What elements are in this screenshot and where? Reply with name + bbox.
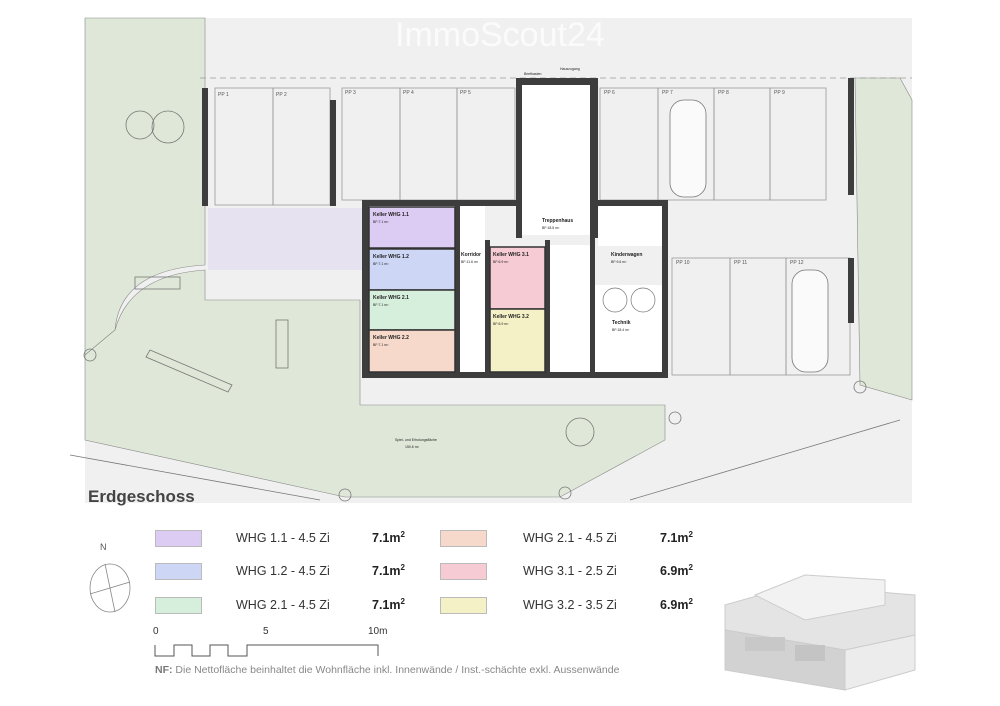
- tree-icon: [565, 417, 595, 447]
- parking-label: PP 7: [662, 90, 673, 96]
- legend-value: 7.1m2: [372, 563, 405, 579]
- parking-label: PP 5: [460, 90, 471, 96]
- north-label: N: [100, 542, 107, 552]
- green-area-right: [854, 77, 913, 401]
- scale-bar: [154, 644, 379, 657]
- green-area-play: [84, 269, 666, 498]
- post-icon: [668, 411, 682, 425]
- legend-value: 7.1m2: [372, 530, 405, 546]
- post-icon: [338, 488, 352, 502]
- legend-swatch: [440, 530, 487, 547]
- room-label: Technik: [612, 320, 631, 326]
- room-area: BF:18.5 m²: [542, 226, 560, 230]
- room-label: Keller WHG 3.1: [493, 252, 529, 258]
- boundary-line: [629, 419, 901, 501]
- room-label: Korridor: [461, 252, 481, 258]
- parking-label: PP 9: [774, 90, 785, 96]
- room-area: BF:7.1 m²: [373, 220, 389, 224]
- entrance-label: Hauszugang: [560, 67, 580, 71]
- room-label: Keller WHG 2.1: [373, 295, 409, 301]
- room-kinderwagen: [598, 206, 662, 246]
- footnote: NF: Die Nettofläche beinhaltet die Wohnf…: [155, 664, 620, 676]
- legend-swatch: [440, 597, 487, 614]
- room-area: BF:7.1 m²: [373, 262, 389, 266]
- parking-label: PP 3: [345, 90, 356, 96]
- play-area-label: Spiel- und Erholungsfläche: [395, 438, 437, 442]
- room-keller-whg-1-1: [368, 206, 456, 249]
- scale-tick-5: 5: [263, 626, 269, 637]
- room-area: BF:9.6 m²: [611, 260, 627, 264]
- legend-label: WHG 3.2 - 3.5 Zi: [523, 598, 617, 612]
- legend-swatch: [155, 563, 202, 580]
- legend-value: 6.9m2: [660, 597, 693, 613]
- room-keller-whg-2-2: [368, 329, 456, 373]
- room-label: Keller WHG 1.2: [373, 254, 409, 260]
- parking-label: PP 4: [403, 90, 414, 96]
- bench-icon: [134, 276, 181, 290]
- parking-label: PP 1: [218, 92, 229, 98]
- tree-icon: [151, 110, 185, 144]
- legend-label: WHG 1.2 - 4.5 Zi: [236, 564, 330, 578]
- room-label: Keller WHG 2.2: [373, 335, 409, 341]
- play-area-size: 150.6 m²: [405, 445, 420, 449]
- post-icon: [83, 348, 97, 362]
- tree-icon: [125, 110, 155, 140]
- legend-swatch: [440, 563, 487, 580]
- room-wc: [550, 245, 590, 372]
- parking-label: PP 10: [676, 260, 690, 266]
- car-icon: [669, 99, 707, 198]
- room-label: Treppenhaus: [542, 218, 573, 224]
- legend-label: WHG 2.1 - 4.5 Zi: [236, 598, 330, 612]
- parking-label: PP 12: [790, 260, 804, 266]
- watermark-logo: ImmoScout24: [395, 16, 605, 54]
- room-label: Kinderwagen: [611, 252, 642, 258]
- parking-label: PP 2: [276, 92, 287, 98]
- room-label: Keller WHG 1.1: [373, 212, 409, 218]
- legend-value: 7.1m2: [660, 530, 693, 546]
- legend-label: WHG 2.1 - 4.5 Zi: [523, 531, 617, 545]
- slide-icon: [145, 349, 233, 393]
- boundary-line: [69, 454, 321, 501]
- bike-parking: [208, 208, 362, 270]
- compass-icon: [89, 563, 131, 613]
- room-korridor: [460, 206, 485, 372]
- room-area: BF:18.4 m²: [612, 328, 630, 332]
- parking-label: PP 11: [734, 260, 747, 266]
- parking-label: PP 6: [604, 90, 615, 96]
- car-icon: [791, 269, 829, 373]
- room-keller-whg-2-1: [368, 289, 456, 331]
- post-icon: [558, 486, 572, 500]
- mailbox-label: Briefkasten: [524, 72, 542, 76]
- post-icon: [853, 380, 867, 394]
- parking-label: PP 8: [718, 90, 729, 96]
- room-label: Keller WHG 3.2: [493, 314, 529, 320]
- scale-tick-0: 0: [153, 626, 159, 637]
- legend-value: 7.1m2: [372, 597, 405, 613]
- building-3d-thumbnail: [724, 574, 916, 691]
- room-area: BF:7.1 m²: [373, 343, 389, 347]
- room-area: BF:11.6 m²: [461, 260, 479, 264]
- legend-label: WHG 1.1 - 4.5 Zi: [236, 531, 330, 545]
- room-keller-whg-3-1: [489, 246, 546, 310]
- legend-swatch: [155, 530, 202, 547]
- floor-title: Erdgeschoss: [88, 487, 195, 506]
- tank-icon: [630, 287, 656, 313]
- legend-swatch: [155, 597, 202, 614]
- bench-icon: [275, 319, 289, 369]
- legend-label: WHG 3.1 - 2.5 Zi: [523, 564, 617, 578]
- legend-value: 6.9m2: [660, 563, 693, 579]
- scale-tick-10: 10m: [368, 626, 388, 637]
- room-area: BF:6.9 m²: [493, 260, 509, 264]
- room-keller-whg-3-2: [489, 308, 546, 373]
- room-area: BF:7.1 m²: [373, 303, 389, 307]
- room-technik: [595, 285, 662, 372]
- room-area: BF:6.9 m²: [493, 322, 509, 326]
- tank-icon: [602, 287, 628, 313]
- room-treppenhaus: [522, 85, 590, 235]
